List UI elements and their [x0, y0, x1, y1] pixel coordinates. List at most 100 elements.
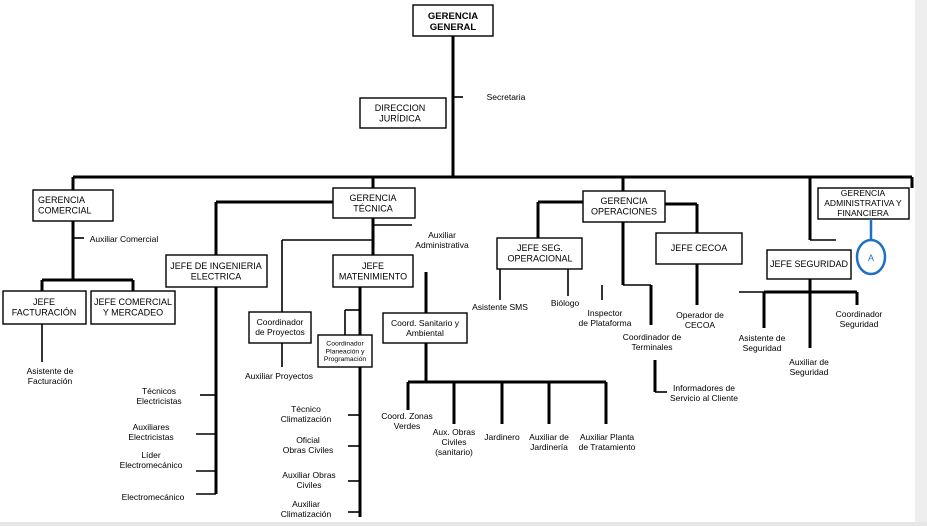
jefe-cecoa-box — [655, 232, 743, 265]
node-auxiliar-proyectos: Auxiliar Proyectos — [245, 371, 313, 381]
jardinero-label: Jardinero — [484, 432, 520, 442]
jefe-ingenieria-electrica-box — [165, 254, 268, 288]
node-secretaria: Secretaria — [487, 92, 526, 102]
gerencia-general-box — [412, 4, 494, 37]
jefe-facturacion-box — [2, 290, 87, 325]
electromecanico-label: Electromecánico — [122, 492, 185, 502]
node-jefe-cecoa: JEFE CECOA — [655, 232, 743, 265]
bottom-border-strip — [0, 522, 927, 526]
direccion-juridica-box — [359, 97, 447, 129]
connector-a-label: A — [868, 253, 874, 263]
right-border-strip — [915, 0, 927, 526]
node-asistente-sms: Asistente SMS — [472, 302, 528, 312]
jefe-comercial-mercadeo-box — [90, 290, 176, 325]
gerencia-tecnica-box — [332, 187, 416, 219]
jefe-cecoa-label: JEFE CECOA — [671, 243, 728, 253]
connector-a: A — [855, 219, 887, 276]
node-biologo: Biólogo — [551, 298, 580, 308]
coordinador-planeacion-box — [317, 334, 373, 368]
node-jefe-seg-operacional: JEFE SEG.OPERACIONAL — [496, 237, 583, 270]
gerencia-comercial-box — [32, 189, 114, 222]
auxiliar-comercial-label: Auxiliar Comercial — [90, 234, 159, 244]
node-electromecanico: Electromecánico — [122, 492, 185, 502]
gerencia-administrativa-box — [817, 187, 910, 220]
thin-connectors — [41, 96, 836, 513]
node-jefe-seguridad: JEFE SEGURIDAD — [766, 249, 852, 280]
jefe-mantenimiento-box — [332, 254, 414, 288]
coord-sanitario-ambiental-box — [382, 312, 468, 344]
jefe-seguridad-box — [766, 249, 852, 280]
gerencia-operaciones-box — [582, 190, 666, 223]
secretaria-label: Secretaria — [487, 92, 526, 102]
node-jardinero: Jardinero — [484, 432, 520, 442]
jefe-seg-operacional-label: JEFE SEG.OPERACIONAL — [507, 243, 572, 263]
coordinador-proyectos-box — [248, 311, 312, 344]
asistente-sms-label: Asistente SMS — [472, 302, 528, 312]
